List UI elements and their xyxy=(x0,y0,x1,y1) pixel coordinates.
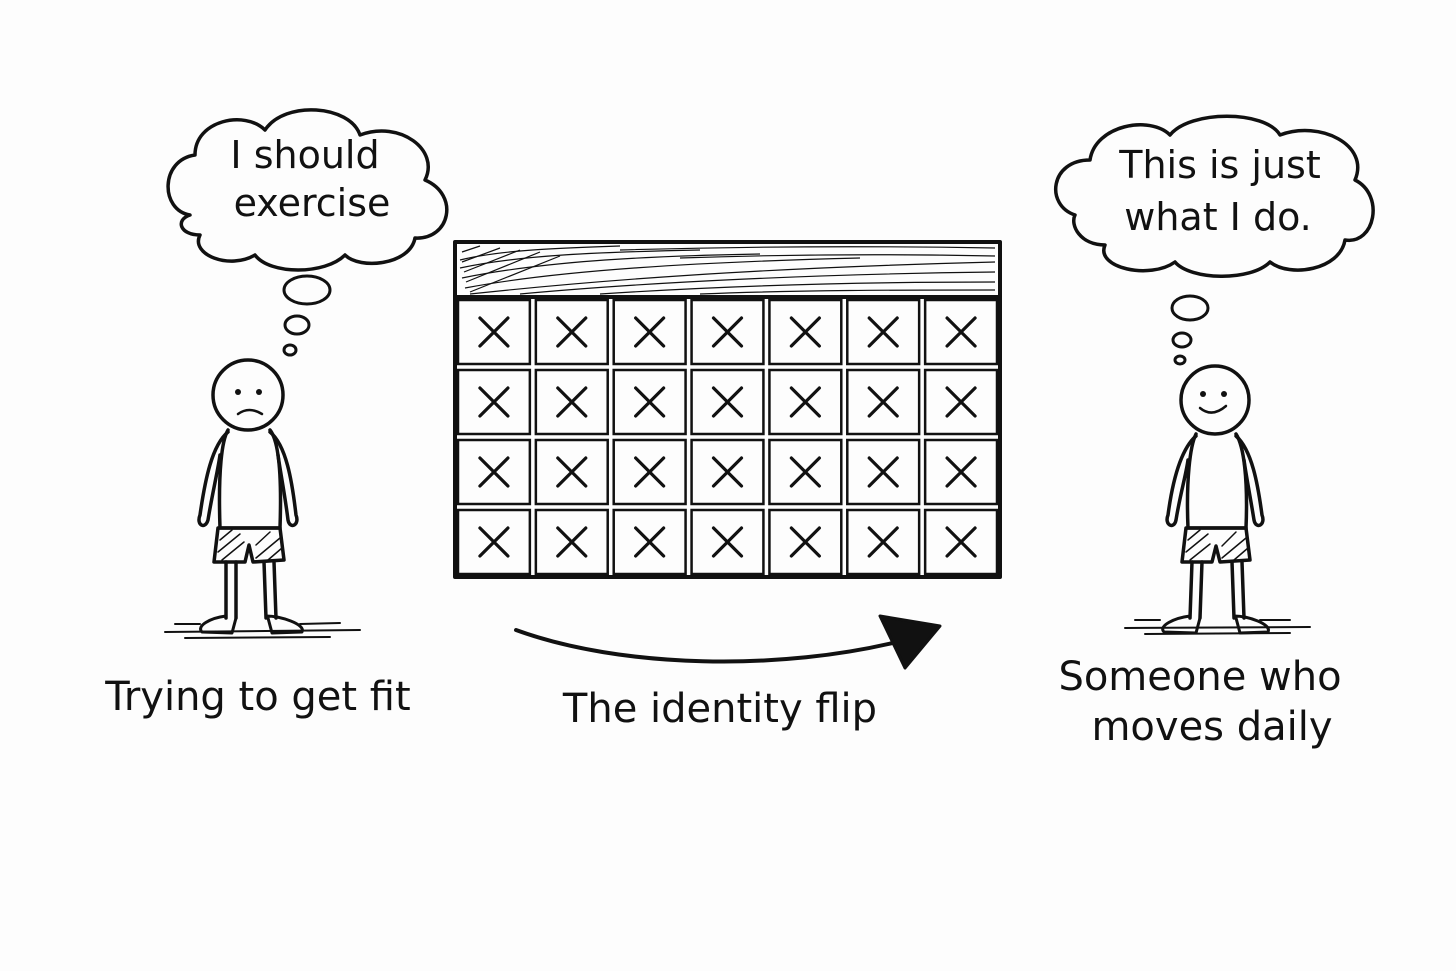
calendar-cell xyxy=(456,368,532,436)
calendar-cell xyxy=(534,438,609,506)
right-thought-line-2: what I do. xyxy=(1124,195,1312,239)
calendar-cell xyxy=(768,438,843,506)
calendar-cell xyxy=(690,508,765,576)
x-mark-icon xyxy=(867,316,899,348)
calendar-cell xyxy=(846,508,921,576)
calendar-cell xyxy=(846,438,921,506)
calendar-cell xyxy=(534,368,609,436)
calendar-cell xyxy=(456,298,532,366)
transition-arrow xyxy=(514,614,942,670)
right-caption-line-2: moves daily xyxy=(1091,704,1332,750)
x-mark-icon xyxy=(634,386,666,418)
x-mark-icon xyxy=(478,316,510,348)
x-mark-icon xyxy=(634,526,666,558)
calendar-cell xyxy=(612,508,687,576)
left-thought-line-2: exercise xyxy=(234,181,391,225)
calendar-cell xyxy=(923,438,999,506)
calendar-cell xyxy=(534,508,609,576)
x-mark-icon xyxy=(867,526,899,558)
left-thought-bubble: I should exercise xyxy=(166,108,449,357)
calendar-cell xyxy=(768,368,843,436)
x-mark-icon xyxy=(711,526,744,558)
calendar-cell xyxy=(768,508,843,576)
calendar-cell xyxy=(690,438,765,506)
right-thought-bubble: This is just what I do. xyxy=(1054,114,1375,366)
calendar-cell xyxy=(690,368,765,436)
calendar-cell xyxy=(456,508,532,576)
x-mark-icon xyxy=(711,316,744,348)
x-mark-icon xyxy=(556,386,588,418)
x-mark-icon xyxy=(789,386,821,418)
calendar-cell xyxy=(923,368,999,436)
left-thought-line-1: I should xyxy=(230,133,379,177)
calendar-cell xyxy=(612,438,687,506)
x-mark-icon xyxy=(867,386,899,418)
calendar-header-shading xyxy=(459,245,996,295)
calendar-grid-frame xyxy=(453,295,1002,579)
calendar-cell xyxy=(923,298,999,366)
x-mark-icon xyxy=(867,456,899,488)
x-mark-icon xyxy=(634,456,666,488)
calendar-cell xyxy=(690,298,765,366)
x-mark-icon xyxy=(634,316,666,348)
right-stick-figure xyxy=(1124,364,1311,635)
x-mark-icon xyxy=(789,456,821,488)
x-mark-icon xyxy=(556,526,588,558)
left-stick-figure xyxy=(164,358,361,639)
transition-label: The identity flip xyxy=(562,686,877,732)
right-face xyxy=(1179,364,1251,436)
right-thought-line-1: This is just xyxy=(1118,143,1321,187)
x-mark-icon xyxy=(556,456,588,488)
x-mark-icon xyxy=(478,386,510,418)
x-mark-icon xyxy=(945,456,977,488)
left-face xyxy=(211,358,285,432)
x-mark-icon xyxy=(478,456,510,488)
x-mark-icon xyxy=(945,316,977,348)
calendar-cell xyxy=(456,438,532,506)
calendar-cell xyxy=(612,298,687,366)
x-mark-icon xyxy=(478,526,510,558)
arrow-head-icon xyxy=(878,614,942,670)
right-caption-line-1: Someone who xyxy=(1058,654,1341,700)
calendar-cells xyxy=(456,298,999,576)
calendar-cell xyxy=(612,368,687,436)
happy-face-icon xyxy=(1198,391,1228,414)
x-mark-icon xyxy=(945,526,977,558)
calendar-cell xyxy=(768,298,843,366)
habit-calendar xyxy=(453,240,1002,579)
calendar-cell xyxy=(846,298,921,366)
calendar-cell xyxy=(534,298,609,366)
x-mark-icon xyxy=(711,386,744,418)
x-mark-icon xyxy=(789,316,821,348)
arrow-curve xyxy=(514,628,907,664)
calendar-cell xyxy=(846,368,921,436)
x-mark-icon xyxy=(711,456,744,488)
x-mark-icon xyxy=(556,316,588,348)
x-mark-icon xyxy=(789,526,821,558)
sad-face-icon xyxy=(235,389,264,416)
calendar-cell xyxy=(923,508,999,576)
left-caption: Trying to get fit xyxy=(104,674,410,720)
x-mark-icon xyxy=(945,386,977,418)
